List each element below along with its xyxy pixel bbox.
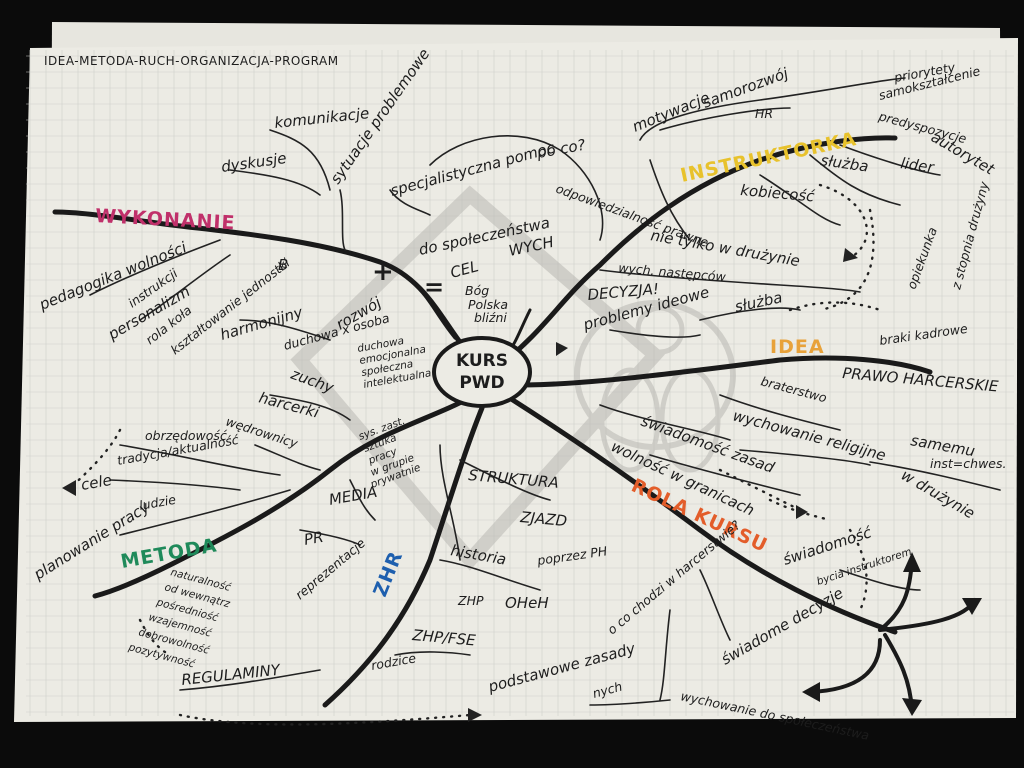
branch-idea-label: IDEA <box>770 336 825 358</box>
node-bog: Bóg <box>465 283 489 298</box>
node-oheh: OHeH <box>505 594 549 612</box>
node-blizni: bliźni <box>474 310 507 325</box>
node-b: B <box>278 256 288 274</box>
node-zhp: ZHP <box>457 593 484 608</box>
node-inst-chwes: inst=chwes. <box>930 456 1006 471</box>
node-hr: HR <box>755 106 773 121</box>
page-title: IDEA-METODA-RUCH-ORGANIZACJA-PROGRAM <box>44 54 339 68</box>
center-node <box>434 338 530 406</box>
node-eq: = <box>424 273 444 301</box>
center-line1: KURS <box>456 351 508 371</box>
node-plus: + <box>372 257 394 287</box>
center-line2: PWD <box>459 373 504 393</box>
node-pr: PR <box>303 528 325 549</box>
